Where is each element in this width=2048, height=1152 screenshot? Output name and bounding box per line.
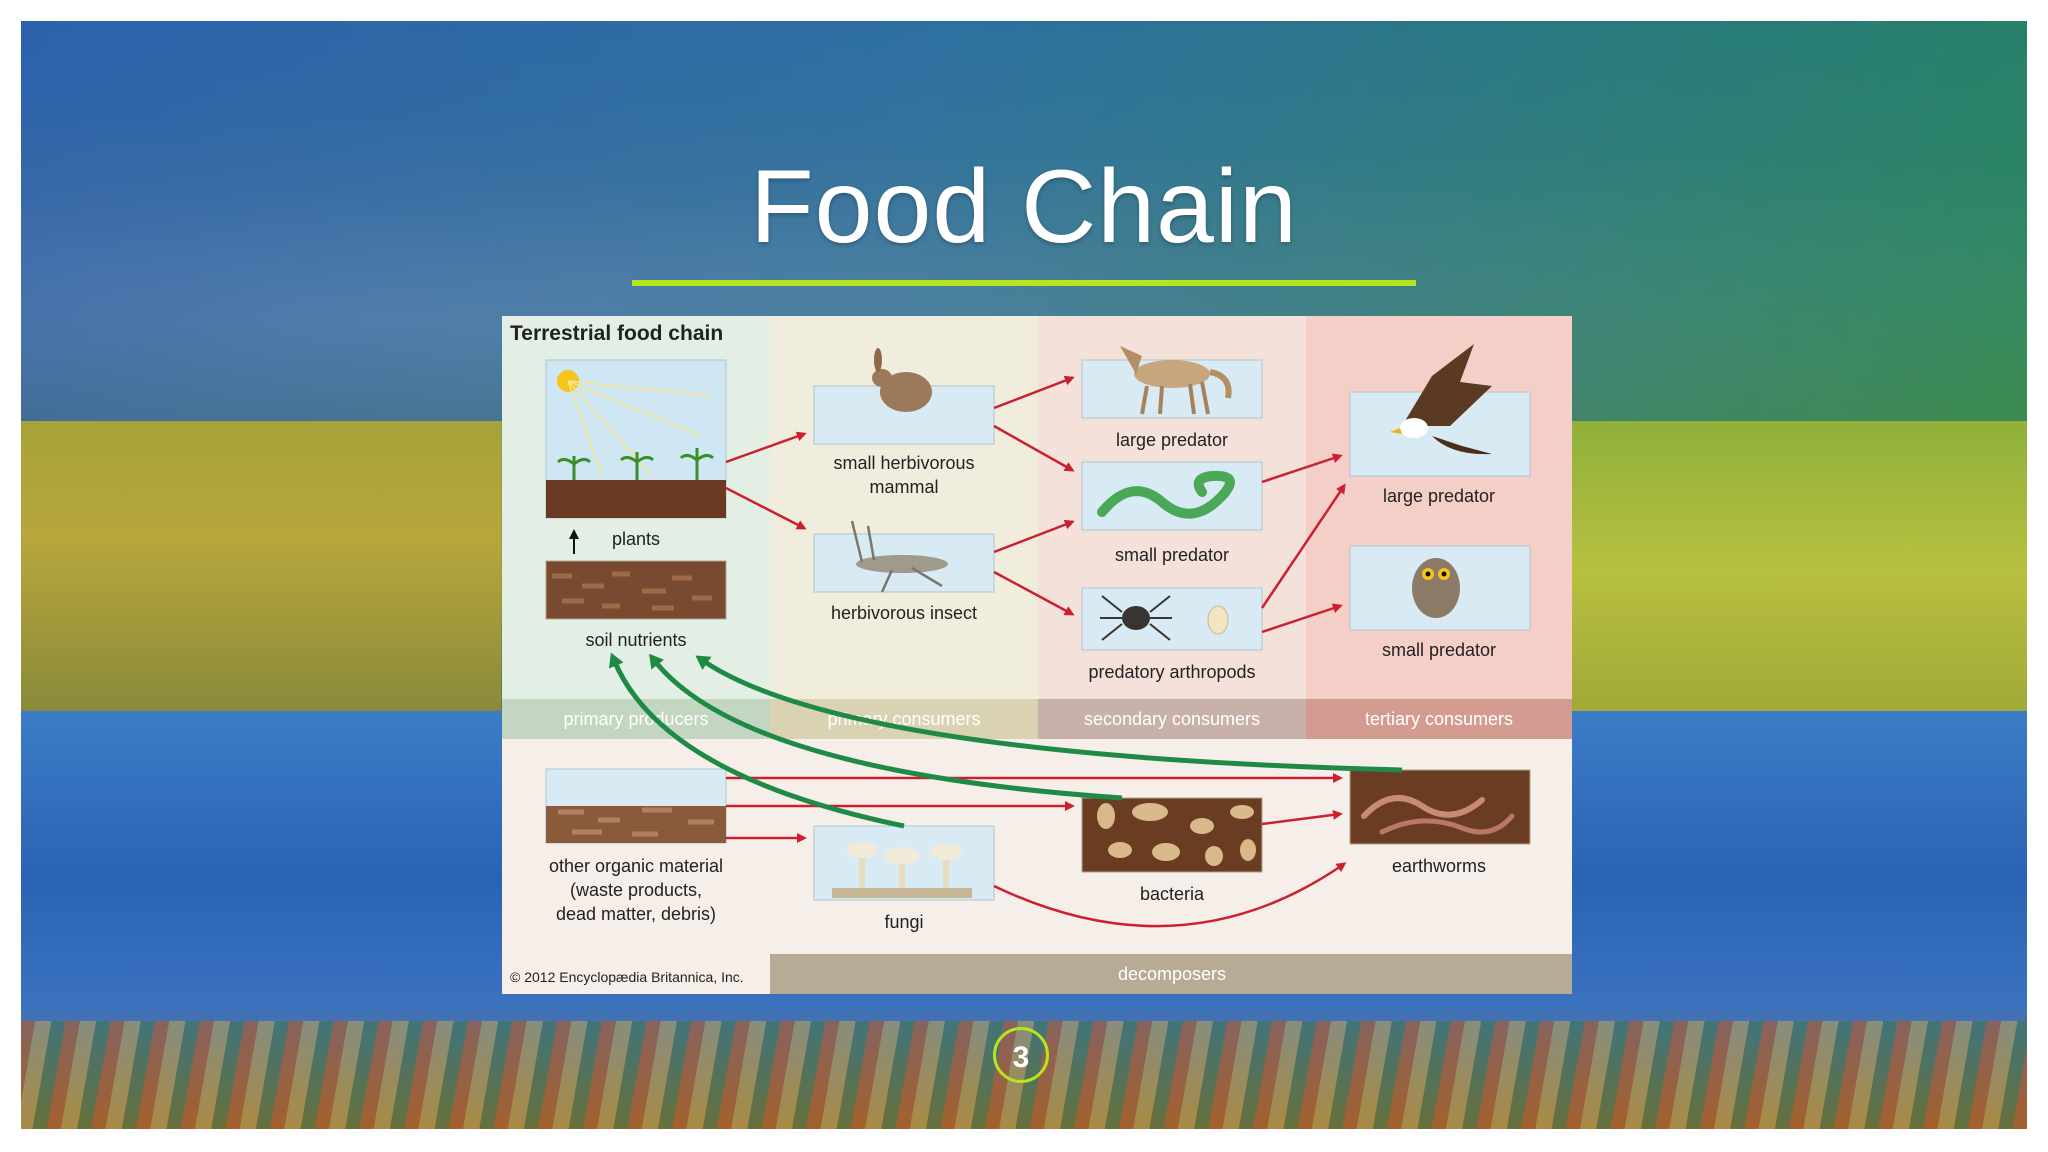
diagram-canvas: primary producers primary consumers seco… (502, 316, 1572, 994)
page-number-badge: 3 (993, 1027, 1049, 1083)
small-herbivorous-mammal-label-line2: mammal (869, 477, 938, 497)
arrow-mammal-to-large-predator (993, 375, 1075, 410)
eagle-illustration (1349, 344, 1531, 477)
meadow-left (21, 421, 501, 711)
arrow-bacteria-to-soil (649, 653, 1123, 801)
nutrient-return-arrows (608, 652, 1403, 829)
diagram-heading: Terrestrial food chain (510, 322, 723, 345)
snake-illustration (1081, 461, 1263, 531)
energy-flow-arrows (725, 375, 1347, 928)
fungi-illustration (813, 825, 995, 901)
arrow-earthworms-to-soil (695, 655, 1403, 773)
arrow-mammal-to-small-predator (993, 424, 1075, 472)
organic-material-label-line1: other organic material (549, 856, 723, 876)
large-predator-secondary-label: large predator (1116, 430, 1228, 450)
arrow-arthropods-to-eagle (1260, 483, 1346, 609)
band-tertiary-consumers (1306, 699, 1572, 739)
band-primary-producers (502, 699, 770, 739)
arrow-snake-to-eagle (1261, 453, 1343, 484)
arrow-bacteria-to-earthworms (1261, 809, 1343, 826)
title-underline (632, 280, 1416, 286)
band-label-tertiary-consumers: tertiary consumers (1365, 709, 1513, 729)
arrow-arthropods-to-owl (1261, 603, 1343, 634)
band-label-decomposers: decomposers (1118, 964, 1226, 984)
grasshopper-illustration (813, 520, 995, 593)
earthworms-label: earthworms (1392, 856, 1486, 876)
soil-illustration (545, 560, 727, 620)
small-predator-secondary-label: small predator (1115, 545, 1229, 565)
plants-label: plants (612, 529, 660, 549)
bacteria-label: bacteria (1140, 884, 1205, 904)
copyright-notice: © 2012 Encyclopædia Britannica, Inc. (510, 969, 744, 985)
band-label-secondary-consumers: secondary consumers (1084, 709, 1260, 729)
spider-illustration (1081, 587, 1263, 651)
slide-background (21, 21, 2027, 1129)
band-label-primary-consumers: primary consumers (827, 709, 980, 729)
arrow-plants-to-insect (725, 486, 807, 530)
organic-material-label-line2: (waste products, (570, 880, 702, 900)
organic-material-illustration (545, 768, 727, 844)
band-decomposers (770, 954, 1572, 994)
fungi-label: fungi (884, 912, 923, 932)
food-chain-diagram: primary producers primary consumers seco… (502, 316, 1572, 994)
predatory-arthropods-label: predatory arthropods (1088, 662, 1255, 682)
arrow-insect-to-small-predator (993, 519, 1075, 554)
bacteria-illustration (1081, 797, 1263, 873)
arrow-plants-to-mammal (725, 431, 807, 464)
rabbit-illustration (813, 348, 995, 445)
band-secondary-consumers (1038, 699, 1306, 739)
earthworms-illustration (1349, 769, 1531, 845)
slide-title: Food Chain (750, 149, 1298, 265)
arrow-fungi-to-soil (608, 652, 905, 829)
band-label-primary-producers: primary producers (563, 709, 708, 729)
soil-nutrients-label: soil nutrients (585, 630, 686, 650)
large-predator-tertiary-label: large predator (1383, 486, 1495, 506)
owl-illustration (1349, 545, 1531, 631)
arrow-fungi-to-earthworms (993, 862, 1347, 928)
meadow-right (1571, 421, 2027, 751)
small-predator-tertiary-label: small predator (1382, 640, 1496, 660)
organic-material-label-line3: dead matter, debris) (556, 904, 716, 924)
coyote-illustration (1081, 346, 1263, 419)
small-herbivorous-mammal-label-line1: small herbivorous (833, 453, 974, 473)
herbivorous-insect-label: herbivorous insect (831, 603, 977, 623)
plants-illustration (545, 359, 727, 519)
arrow-insect-to-arthropods (993, 570, 1075, 616)
